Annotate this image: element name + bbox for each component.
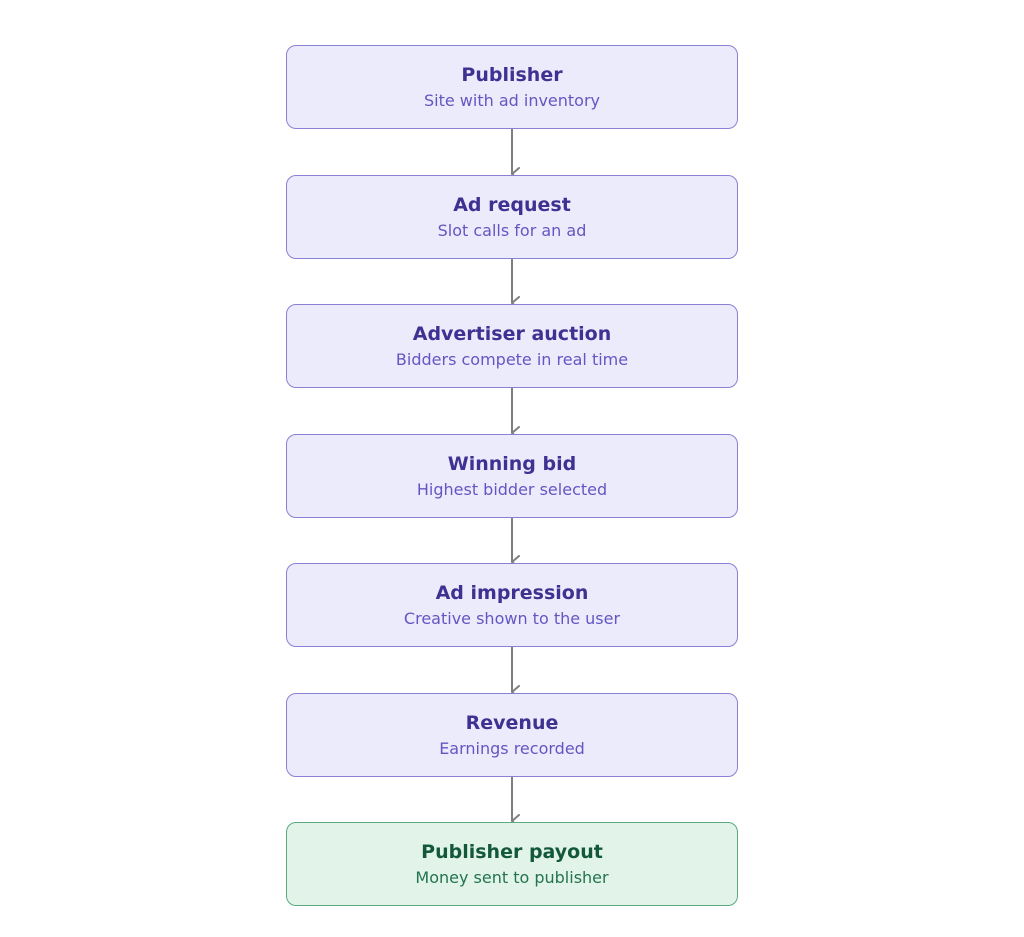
node-subtitle: Highest bidder selected xyxy=(416,479,608,499)
node-title: Revenue xyxy=(465,711,559,734)
node-revenue: Revenue Earnings recorded xyxy=(286,693,738,777)
node-winning-bid: Winning bid Highest bidder selected xyxy=(286,434,738,518)
node-title: Advertiser auction xyxy=(412,322,612,345)
node-subtitle: Slot calls for an ad xyxy=(437,220,587,240)
node-subtitle: Creative shown to the user xyxy=(403,608,621,628)
node-title: Ad impression xyxy=(435,581,589,604)
node-title: Ad request xyxy=(453,193,571,216)
node-ad-impression: Ad impression Creative shown to the user xyxy=(286,563,738,647)
node-title: Publisher payout xyxy=(421,840,603,863)
node-title: Winning bid xyxy=(447,452,577,475)
node-subtitle: Money sent to publisher xyxy=(415,867,609,887)
node-advertiser-auction: Advertiser auction Bidders compete in re… xyxy=(286,304,738,388)
node-publisher-payout: Publisher payout Money sent to publisher xyxy=(286,822,738,906)
node-publisher: Publisher Site with ad inventory xyxy=(286,45,738,129)
node-title: Publisher xyxy=(461,63,563,86)
node-subtitle: Site with ad inventory xyxy=(423,90,601,110)
node-ad-request: Ad request Slot calls for an ad xyxy=(286,175,738,259)
node-subtitle: Bidders compete in real time xyxy=(395,349,629,369)
node-subtitle: Earnings recorded xyxy=(439,738,585,758)
